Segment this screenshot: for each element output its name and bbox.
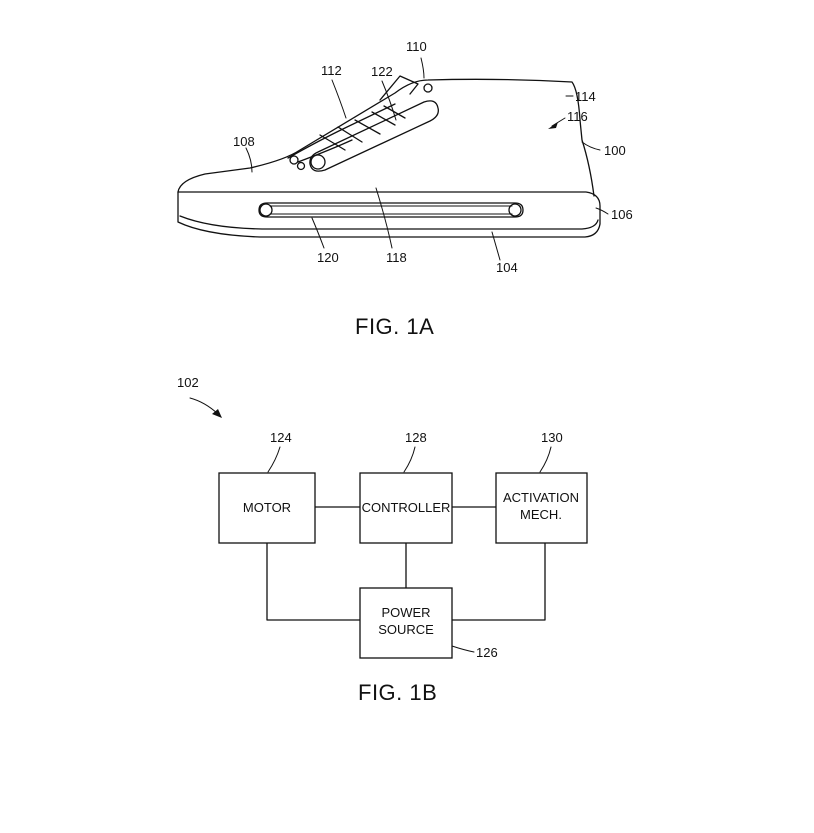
ref-122: 122 [371,64,393,79]
ref-128: 128 [405,430,427,445]
motor-block [218,472,316,544]
ref-118: 118 [386,250,407,265]
collar-eyelet [423,83,433,93]
controller-label: CONTROLLER [362,500,451,515]
lace-housing-122 [309,100,439,172]
ref-116: 116 [567,109,588,124]
ref-102: 102 [177,375,199,390]
arrow-102 [212,409,222,418]
housing-end-left [259,203,273,217]
leader-122 [381,80,397,121]
leader-128 [403,446,416,473]
leader-112 [331,79,347,119]
ref-114: 114 [575,89,596,104]
leader-116 [551,117,566,127]
lace-eyelet-a [289,155,299,165]
fig-1b-block-diagram: 102 MOTOR CONTROLLER ACTIVATION MECH. PO… [177,375,588,705]
ref-124: 124 [270,430,292,445]
leader-104 [491,231,501,261]
leader-118 [375,187,393,249]
activation-mech-block [495,472,588,544]
arrow-116 [548,122,558,129]
ref-100: 100 [604,143,626,158]
controller-block [359,472,453,544]
ref-112: 112 [321,63,342,78]
leader-110 [420,57,425,79]
outsole [177,191,601,238]
leader-126 [451,645,475,653]
power-label-line1: POWER [381,605,430,620]
laces-112 [287,103,406,163]
ref-106: 106 [611,207,633,222]
caption-fig-1a: FIG. 1A [355,314,434,339]
ref-126: 126 [476,645,498,660]
caption-fig-1b: FIG. 1B [358,680,437,705]
ref-108: 108 [233,134,255,149]
leader-120 [311,217,325,249]
ref-130: 130 [541,430,563,445]
tongue [379,75,419,101]
power-label-line2: SOURCE [378,622,434,637]
ref-120: 120 [317,250,339,265]
link-activation-power [451,542,546,621]
shoe-upper [177,78,595,197]
leader-100 [581,141,601,151]
leader-108 [245,147,253,173]
activation-label-line1: ACTIVATION [503,490,579,505]
ref-110: 110 [406,39,427,54]
leader-130 [539,446,552,473]
midsole-line [179,215,599,230]
leader-124 [267,446,281,473]
link-motor-power [266,542,361,621]
lace-eyelet-b [296,161,306,171]
housing-roller [310,154,326,170]
leader-102 [189,397,219,415]
power-source-block [359,587,453,659]
ref-104: 104 [496,260,518,275]
midsole-housing-120 [258,202,524,218]
leader-106 [595,207,609,215]
activation-label-line2: MECH. [520,507,562,522]
housing-end-right [508,203,522,217]
fig-1a-shoe: 110 112 122 114 116 100 108 106 120 118 … [177,39,633,339]
motor-label: MOTOR [243,500,291,515]
